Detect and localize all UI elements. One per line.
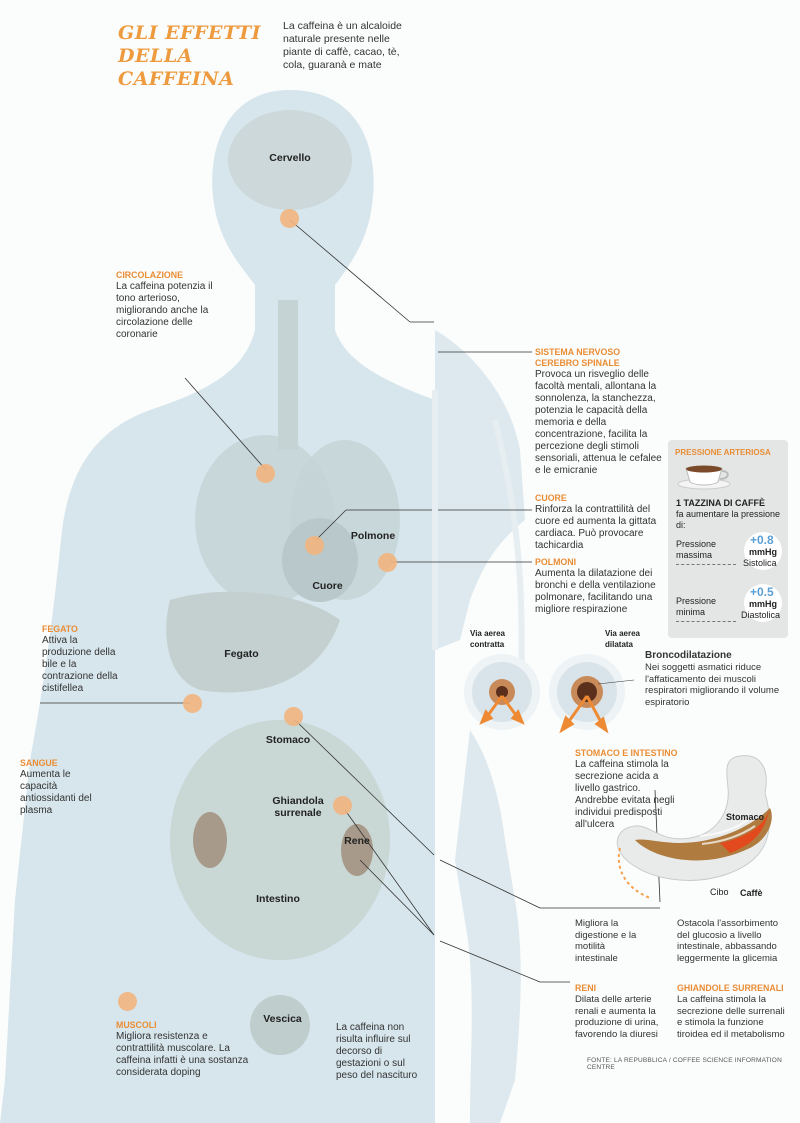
section-stomaco: STOMACO E INTESTINO La caffeina stimola … <box>575 748 685 831</box>
cibo-label: Cibo <box>710 887 729 897</box>
intro-text: La caffeina è un alcaloide naturale pres… <box>283 20 402 71</box>
label-polmone: Polmone <box>350 530 396 542</box>
stomach-img-label: Stomaco <box>726 812 765 822</box>
min-value: +0.5 <box>750 585 774 599</box>
section-fegato: FEGATO Attiva la produzione della bile e… <box>42 624 122 695</box>
pressure-lead-bold: 1 TAZZINA DI CAFFÈ <box>676 498 765 508</box>
min-circle <box>744 584 782 622</box>
text-polmoni: Aumenta la dilatazione dei bronchi e del… <box>535 568 656 615</box>
section-cuore: CUORE Rinforza la contrattilità del cuor… <box>535 493 665 552</box>
text-sangue: Aumenta le capacità antiossidanti del pl… <box>20 769 92 816</box>
heading-reni: RENI <box>575 983 597 993</box>
section-polmoni: POLMONI Aumenta la dilatazione dei bronc… <box>535 557 667 616</box>
source-credit: FONTE: LA REPUBBLICA / COFFEE SCIENCE IN… <box>587 1057 782 1071</box>
heading-stomaco: STOMACO E INTESTINO <box>575 748 678 758</box>
pressure-lead: 1 TAZZINA DI CAFFÈ fa aumentare la press… <box>676 498 786 531</box>
section-ghiandole: GHIANDOLE SURRENALI La caffeina stimola … <box>677 983 792 1040</box>
label-intestino: Intestino <box>256 893 300 905</box>
label-vescica: Vescica <box>263 1013 302 1025</box>
marker-dot <box>256 464 275 483</box>
caffe-label: Caffè <box>740 888 763 898</box>
marker-dot <box>118 992 137 1011</box>
marker-dot <box>280 209 299 228</box>
section-reni: RENI Dilata delle arterie renali e aumen… <box>575 983 670 1040</box>
max-unit: mmHg <box>749 547 778 557</box>
min-kind: Diastolica <box>741 610 781 620</box>
max-label: Pressione massima <box>676 539 717 560</box>
section-muscoli: MUSCOLI Migliora resistenza e contrattil… <box>116 1020 256 1079</box>
label-rene: Rene <box>344 835 370 847</box>
label-cuore: Cuore <box>312 580 343 592</box>
label-fegato: Fegato <box>224 648 259 660</box>
marker-dot <box>333 796 352 815</box>
heading-sistema: SISTEMA NERVOSO CEREBRO SPINALE <box>535 347 621 368</box>
heading-circolazione: CIRCOLAZIONE <box>116 270 183 280</box>
text-bronco: Nei soggetti asmatici riduce l'affaticam… <box>645 662 780 708</box>
min-label: Pressione minima <box>676 596 717 617</box>
heading-ghiandole: GHIANDOLE SURRENALI <box>677 983 784 993</box>
text-muscoli: Migliora resistenza e contrattilità musc… <box>116 1031 249 1078</box>
heading-bronco: Broncodilatazione <box>645 650 732 661</box>
page-title: GLI EFFETTI DELLA CAFFEINA <box>118 22 262 90</box>
text-ghiandole: La caffeina stimola la secrezione delle … <box>677 994 785 1040</box>
heading-fegato: FEGATO <box>42 624 78 634</box>
max-kind: Sistolica <box>743 558 777 568</box>
label-stomaco: Stomaco <box>265 734 311 746</box>
text-reni: Dilata delle arterie renali e aumenta la… <box>575 994 659 1040</box>
label-cervello: Cervello <box>269 152 311 164</box>
heading-muscoli: MUSCOLI <box>116 1020 157 1030</box>
pressure-heading: PRESSIONE ARTERIOSA <box>675 448 771 457</box>
text-cuore: Rinforza la contrattilità del cuore ed a… <box>535 504 657 551</box>
section-sistema: SISTEMA NERVOSO CEREBRO SPINALE Provoca … <box>535 347 665 477</box>
min-unit: mmHg <box>749 599 778 609</box>
pressure-lead-text: fa aumentare la pressione di: <box>676 509 781 530</box>
max-arrow <box>676 564 736 565</box>
heading-sangue: SANGUE <box>20 758 58 768</box>
marker-dot <box>378 553 397 572</box>
airway-illustration <box>464 654 635 734</box>
marker-dot <box>284 707 303 726</box>
heading-cuore: CUORE <box>535 493 567 503</box>
pressure-box: PRESSIONE ARTERIOSA 1 TAZZINA DI CAFFÈ f… <box>668 440 788 638</box>
max-value: +0.8 <box>750 533 774 547</box>
max-circle <box>744 532 782 570</box>
marker-dot <box>305 536 324 555</box>
text-sistema: Provoca un risveglio delle facoltà menta… <box>535 369 662 476</box>
text-fegato: Attiva la produzione della bile e la con… <box>42 635 118 694</box>
section-bronco: Broncodilatazione Nei soggetti asmatici … <box>645 650 790 708</box>
section-sangue: SANGUE Aumenta le capacità antiossidanti… <box>20 758 95 817</box>
text-gestazione: La caffeina non risulta influire sul dec… <box>336 1022 418 1081</box>
coffee-cup-icon <box>677 465 731 490</box>
section-circolazione: CIRCOLAZIONE La caffeina potenzia il ton… <box>116 270 221 341</box>
text-circolazione: La caffeina potenzia il tono arterioso, … <box>116 281 213 340</box>
min-arrow <box>676 621 736 622</box>
label-ghiandola: Ghiandola surrenale <box>272 795 324 819</box>
text-digestione: Migliora la digestione e la motilità int… <box>575 918 637 964</box>
text-stomaco: La caffeina stimola la secrezione acida … <box>575 759 675 830</box>
marker-dot <box>183 694 202 713</box>
airway-contratta-label: Via aerea contratta <box>470 629 505 649</box>
heading-polmoni: POLMONI <box>535 557 577 567</box>
stomach-illustration <box>616 755 772 899</box>
text-glucosio: Ostacola l'assorbimento del glucosio a l… <box>677 918 779 964</box>
airway-dilatata-label: Via aerea dilatata <box>605 629 640 649</box>
